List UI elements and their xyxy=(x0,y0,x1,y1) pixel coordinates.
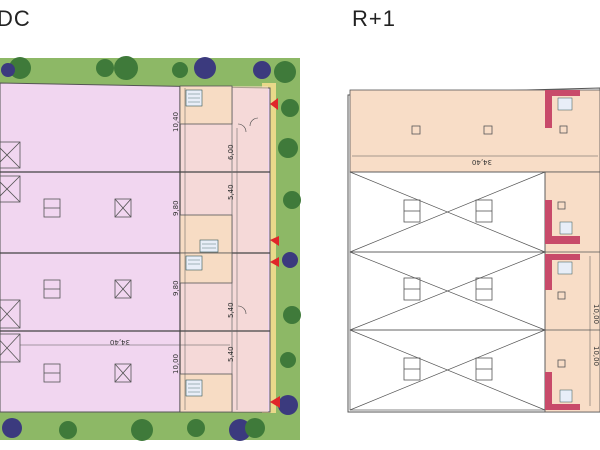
upper-floor-plan: 34,40 10,00 10,00 xyxy=(347,87,600,413)
upper-bay-walls xyxy=(545,251,600,331)
upper-wc xyxy=(557,97,573,403)
dim-office3: 5,40 xyxy=(227,302,235,318)
trees-bottom xyxy=(2,395,298,441)
dim-length-left: 34,40 xyxy=(110,338,130,346)
skylights xyxy=(43,198,132,383)
dimension-lines xyxy=(20,88,238,410)
dock-doors xyxy=(0,141,21,363)
dim-width2: 10,00 xyxy=(592,346,600,366)
dim-length-right: 34,40 xyxy=(472,158,492,166)
trees-top xyxy=(1,56,296,83)
door-swings xyxy=(237,117,259,315)
dim-width1: 10,00 xyxy=(592,304,600,324)
upper-skylights xyxy=(403,125,568,381)
trees-right xyxy=(278,99,301,368)
dim-bay2-depth: 9,80 xyxy=(172,200,180,216)
upper-stairs xyxy=(545,90,580,410)
upper-office-right xyxy=(544,171,600,413)
dim-bay4-depth: 10,00 xyxy=(172,354,180,374)
dim-bay3-depth: 9,80 xyxy=(172,280,180,296)
entrance-arrows xyxy=(270,98,280,408)
dim-office1: 6,00 xyxy=(227,144,235,160)
plan-title-ground: DC xyxy=(0,6,31,31)
stair-treads xyxy=(188,93,216,393)
dim-bay1-depth: 10,40 xyxy=(172,112,180,132)
ground-floor-plan: 10,40 9,80 9,80 10,00 6,00 5,40 5,40 5,4… xyxy=(0,56,301,441)
upper-dimension-lines xyxy=(352,155,598,406)
dim-office2: 5,40 xyxy=(227,184,235,200)
dim-office4: 5,40 xyxy=(227,346,235,362)
plan-title-upper: R+1 xyxy=(352,6,396,31)
